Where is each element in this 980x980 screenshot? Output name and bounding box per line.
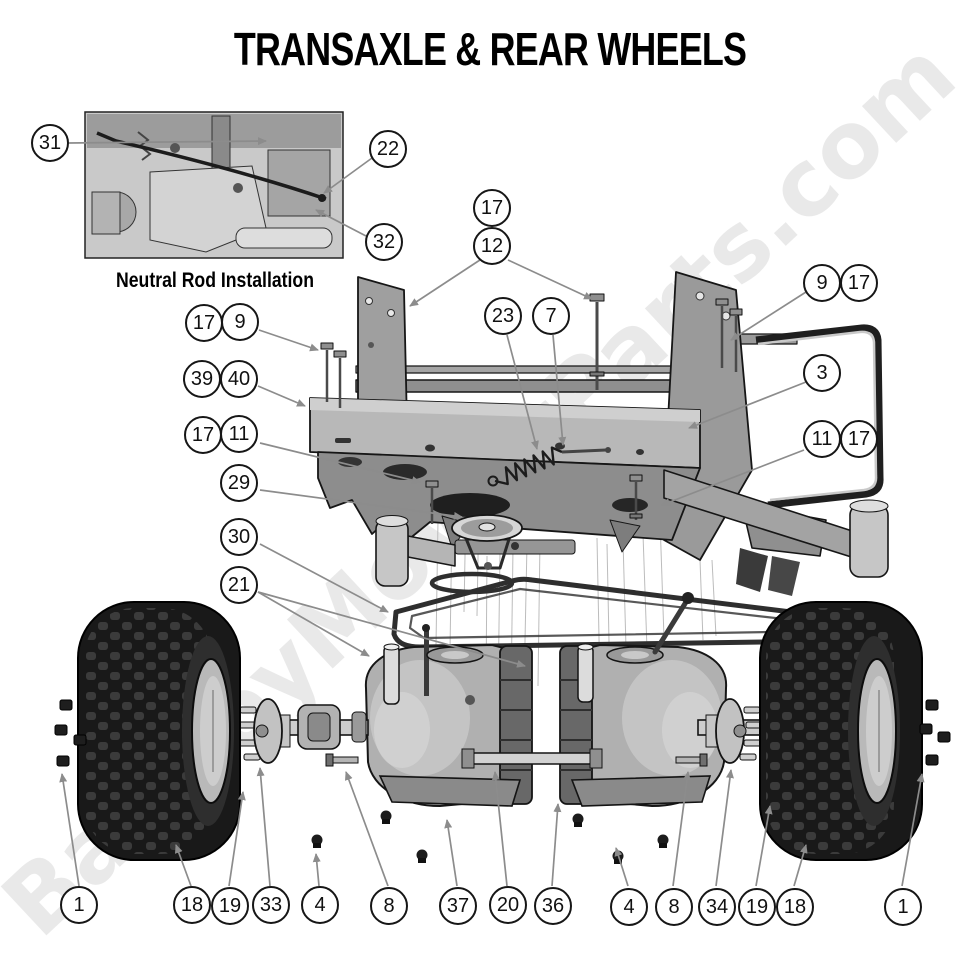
leader-lines — [59, 137, 925, 887]
callout-17-17: 17 — [840, 420, 878, 458]
frame-assembly — [309, 271, 889, 650]
lug-nuts-left — [54, 699, 87, 767]
left-rail — [375, 515, 456, 587]
neutral-rod — [96, 131, 327, 202]
callout-1-35: 1 — [884, 888, 922, 926]
right-hub — [705, 698, 767, 764]
callout-18-22: 18 — [173, 886, 211, 924]
right-transaxle — [559, 592, 728, 808]
right-rail — [663, 469, 889, 578]
callout-8-26: 8 — [370, 887, 408, 925]
callout-32-2: 32 — [365, 223, 403, 261]
callout-30-19: 30 — [220, 518, 258, 556]
callout-20-28: 20 — [489, 886, 527, 924]
callout-12-4: 12 — [473, 227, 511, 265]
page-title: TRANSAXLE & REAR WHEELS — [233, 23, 747, 75]
callout-22-1: 22 — [369, 130, 407, 168]
connecting-rod — [461, 748, 603, 769]
inset-caption: Neutral Rod Installation — [116, 269, 314, 292]
belly-plate — [317, 451, 701, 555]
right-tire — [759, 601, 923, 861]
hardware-bolts — [320, 293, 743, 524]
callout-8-31: 8 — [655, 888, 693, 926]
callout-39-11: 39 — [183, 360, 221, 398]
callout-11-14: 11 — [220, 415, 258, 453]
left-tire — [77, 601, 241, 861]
callout-19-33: 19 — [738, 888, 776, 926]
callout-21-20: 21 — [220, 566, 258, 604]
left-transaxle — [364, 624, 533, 808]
callout-18-34: 18 — [776, 888, 814, 926]
callout-17-13: 17 — [184, 416, 222, 454]
callout-34-32: 34 — [698, 888, 736, 926]
lug-nuts-right — [919, 699, 951, 766]
callout-4-25: 4 — [301, 886, 339, 924]
callout-9-10: 9 — [221, 303, 259, 341]
callout-1-21: 1 — [60, 886, 98, 924]
callout-17-9: 17 — [185, 304, 223, 342]
callout-37-27: 37 — [439, 887, 477, 925]
callout-23-5: 23 — [484, 297, 522, 335]
callout-4-30: 4 — [610, 888, 648, 926]
callout-36-29: 36 — [534, 887, 572, 925]
callout-17-3: 17 — [473, 189, 511, 227]
callout-3-15: 3 — [803, 354, 841, 392]
callout-31-0: 31 — [31, 124, 69, 162]
callout-9-7: 9 — [803, 264, 841, 302]
inset-illustration — [84, 111, 344, 259]
idler-pulley — [451, 514, 523, 570]
callout-33-24: 33 — [252, 886, 290, 924]
callout-17-8: 17 — [840, 264, 878, 302]
left-hub — [235, 698, 291, 764]
callout-40-12: 40 — [220, 360, 258, 398]
callout-19-23: 19 — [211, 887, 249, 925]
callout-29-18: 29 — [220, 464, 258, 502]
extension-spring — [487, 446, 611, 487]
callout-7-6: 7 — [532, 297, 570, 335]
small-fasteners — [311, 753, 708, 864]
callout-11-16: 11 — [803, 420, 841, 458]
